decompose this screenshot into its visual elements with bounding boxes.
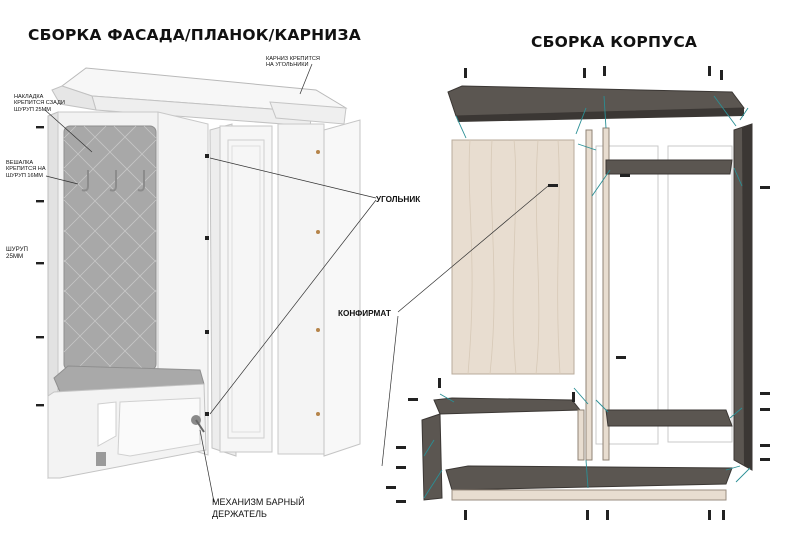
upholstered-panel (63, 125, 157, 371)
cornice (51, 67, 348, 127)
assembly-guides (423, 95, 751, 499)
label-overlay: НАКЛАДКА КРЕПИТСЯ СЗАДИ ШУРУП 25ММ (14, 94, 65, 113)
confirmat-callouts (381, 185, 549, 467)
body-illustration (421, 85, 753, 501)
label-hanger: ВЕШАЛКА КРЕПИТСЯ НА ШУРУП 16ММ (6, 160, 46, 179)
label-confirmat: КОНФИРМАТ (338, 309, 391, 318)
title-facade-assembly: СБОРКА ФАСАДА/ПЛАНОК/КАРНИЗА (28, 26, 361, 44)
right-door (316, 119, 361, 457)
label-cornice: КАРНИЗ КРЕПИТСЯ НА УГОЛЬНИКИ (266, 56, 320, 69)
label-screw: ШУРУП 25ММ (6, 246, 28, 260)
body-screws (386, 66, 770, 520)
seat-bench (47, 365, 207, 479)
coat-hooks (81, 170, 145, 192)
screw-markers (36, 126, 209, 416)
label-corner: УГОЛЬНИК (376, 195, 421, 204)
label-mechanism: МЕХАНИЗМ БАРНЫЙ ДЕРЖАТЕЛЬ (212, 497, 305, 519)
center-door (209, 123, 273, 457)
bar-mechanism (191, 415, 205, 433)
callout-lines (44, 63, 377, 503)
title-body-assembly: СБОРКА КОРПУСА (531, 33, 698, 51)
